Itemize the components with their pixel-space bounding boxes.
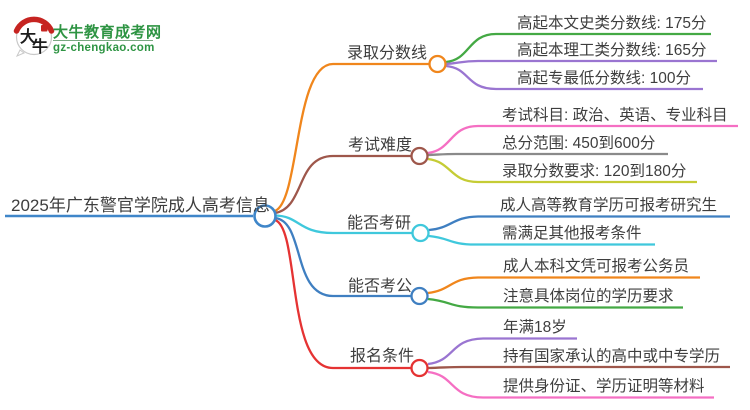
leaf-line [427,370,714,399]
branch-grad-school[interactable]: 能否考研 [347,215,412,232]
leaf-line [427,297,683,309]
leaf-line [427,152,668,157]
leaf-civil-note[interactable]: 注意具体岗位的学历要求 [503,288,674,305]
branch-line-grad-school [274,214,412,235]
branch-node-toggle[interactable] [428,54,447,74]
branch-node-toggle[interactable] [410,358,429,378]
leaf-admission-requirement[interactable]: 录取分数要求: 120到180分 [502,163,687,180]
leaf-score-ligong[interactable]: 高起本理工类分数线: 165分 [517,42,707,59]
leaf-line [427,276,700,295]
branch-line-admission-scores [274,62,429,213]
leaf-grad-eligible[interactable]: 成人高等教育学历可报考研究生 [500,197,718,214]
leaf-total-score-range[interactable]: 总分范围: 450到600分 [502,135,656,152]
svg-text:牛: 牛 [32,37,48,56]
leaf-score-gaoqizhuan[interactable]: 高起专最低分数线: 100分 [517,70,691,87]
leaf-line [427,365,730,370]
branch-line-requirements [274,218,411,370]
root-node-toggle[interactable] [253,204,277,228]
leaf-line [428,234,655,246]
branch-exam-difficulty[interactable]: 考试难度 [348,137,413,154]
branch-line-civil-service [274,216,411,298]
logo-site-name: 大牛教育成考网 [53,24,162,41]
leaf-exam-subjects[interactable]: 考试科目: 政治、英语、专业科目 [502,107,728,124]
leaf-line [427,157,697,184]
leaf-civil-eligible[interactable]: 成人本科文凭可报考公务员 [503,258,690,275]
branch-node-toggle[interactable] [410,286,429,306]
leaf-line [427,124,738,155]
branch-node-toggle[interactable] [410,146,429,166]
branch-node-toggle[interactable] [411,223,430,243]
svg-text:大: 大 [20,27,36,46]
logo-badge-icon: 大 牛 [13,16,55,57]
branch-line-exam-difficulty [274,154,411,215]
leaf-line [445,64,703,91]
logo-site-url: gz-chengkao.com [53,42,155,54]
branch-requirements[interactable]: 报名条件 [350,348,415,365]
leaf-score-wenshi[interactable]: 高起本文史类分数线: 175分 [517,15,707,32]
branch-civil-service[interactable]: 能否考公 [348,278,413,295]
leaf-line [428,215,730,232]
leaf-line [427,337,577,366]
leaf-diploma-requirement[interactable]: 持有国家承认的高中或中专学历 [503,348,721,365]
logo-divider [53,40,153,41]
leaf-materials-requirement[interactable]: 提供身份证、学历证明等材料 [503,378,705,395]
leaf-line [445,32,711,64]
leaf-line [445,59,717,66]
leaf-grad-conditions[interactable]: 需满足其他报考条件 [502,225,642,242]
leaf-age-requirement[interactable]: 年满18岁 [503,319,567,336]
branch-admission-scores[interactable]: 录取分数线 [347,45,428,62]
root-topic[interactable]: 2025年广东警官学院成人高考信息 [11,196,270,215]
